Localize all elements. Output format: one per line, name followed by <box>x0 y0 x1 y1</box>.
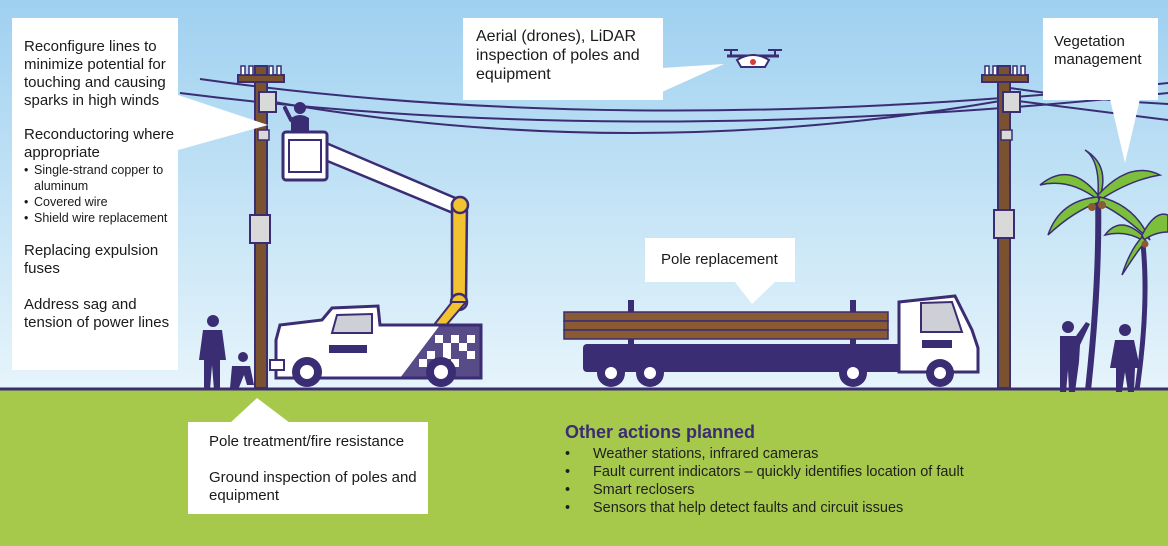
reconductoring-item: Shield wire replacement <box>24 210 178 226</box>
vegetation-text: Vegetation management <box>1054 33 1142 68</box>
utility-pole-left <box>237 65 285 389</box>
flatbed-truck <box>563 294 980 387</box>
pole-replacement-text: Pole replacement <box>661 251 778 268</box>
left-callout: Reconfigure lines to minimize potential … <box>12 18 178 370</box>
drone-icon <box>724 49 782 68</box>
other-actions-list: Weather stations, infrared cameras Fault… <box>565 445 1065 517</box>
vegetation-callout: Vegetation management <box>1043 18 1158 100</box>
aerial-inspection-text: Aerial (drones), LiDAR inspection of pol… <box>476 28 640 83</box>
other-actions-title: Other actions planned <box>565 422 756 442</box>
list-item: Weather stations, infrared cameras <box>565 445 1065 463</box>
ground-workers <box>199 315 254 390</box>
pole-treatment-text: Pole treatment/fire resistance <box>209 433 405 450</box>
other-actions-panel: Other actions planned Weather stations, … <box>565 421 1065 517</box>
ground-inspection-text: Ground inspection of poles and equipment <box>209 469 417 504</box>
expulsion-fuses-text: Replacing expulsion fuses <box>24 242 159 277</box>
ground-inspection-callout: Pole treatment/fire resistance Ground in… <box>188 422 428 514</box>
reconductoring-item: Covered wire <box>24 194 178 210</box>
callout-pointers <box>178 64 1140 423</box>
utility-pole-right <box>981 65 1029 389</box>
reconductoring-item: Single-strand copper to aluminum <box>24 162 178 194</box>
sag-tension-text: Address sag and tension of power lines <box>24 296 170 331</box>
list-item: Fault current indicators – quickly ident… <box>565 463 1065 481</box>
reconductoring-text: Reconductoring where appropriate <box>24 126 175 161</box>
list-item: Smart reclosers <box>565 481 1065 499</box>
palm-trees <box>1039 149 1168 391</box>
pole-replacement-callout: Pole replacement <box>645 238 795 282</box>
list-item: Sensors that help detect faults and circ… <box>565 499 1065 517</box>
bucket-truck <box>269 102 483 387</box>
aerial-inspection-callout: Aerial (drones), LiDAR inspection of pol… <box>463 18 663 100</box>
vegetation-workers <box>1060 321 1140 392</box>
reconfigure-lines-text: Reconfigure lines to minimize potential … <box>24 38 166 109</box>
